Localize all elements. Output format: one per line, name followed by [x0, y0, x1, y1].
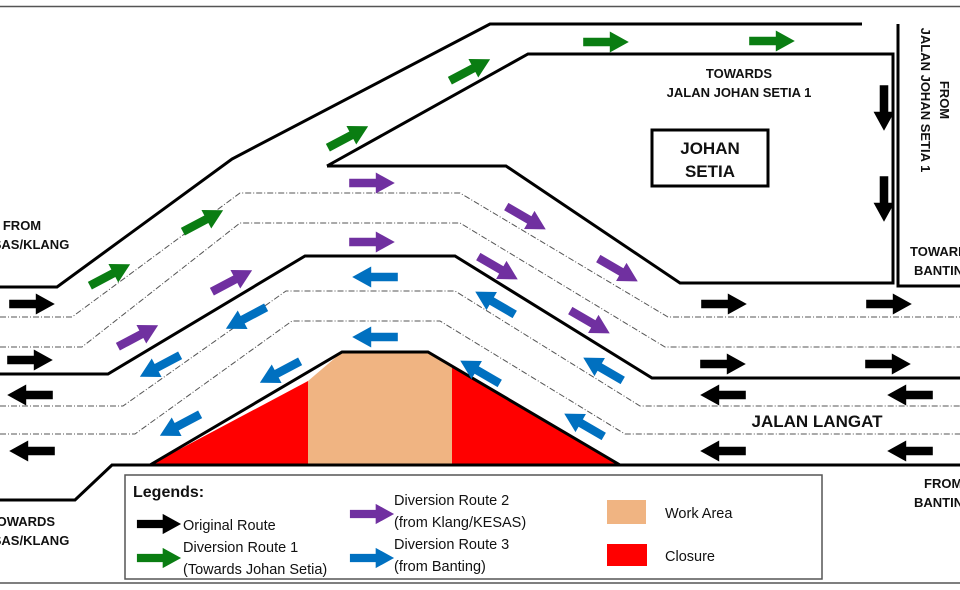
- diversion-route-3-arrow-icon: [352, 266, 398, 288]
- legend: Legends: Original Route Diversion Route …: [124, 474, 823, 580]
- towards-kesas-klang-2: KESAS/KLANG: [0, 533, 69, 548]
- johan-setia-label-1: JOHAN: [680, 139, 740, 158]
- legend-label-diversion-route-1-sub: (Towards Johan Setia): [183, 562, 327, 578]
- road-edge-bottom: [0, 463, 960, 502]
- diversion-route-3-arrow-icon: [564, 413, 606, 441]
- work-area: [308, 352, 452, 465]
- diversion-route-3-arrow-icon: [139, 351, 183, 378]
- legend-arrow-diversion-route-3: [349, 547, 395, 569]
- diversion-route-2-arrow-icon: [568, 306, 610, 334]
- towards-banting-2: BANTING: [914, 263, 960, 278]
- original-route-arrow-icon: [700, 440, 746, 462]
- original-route-arrow-icon: [9, 440, 55, 462]
- from-johan-setia-1: FROM: [937, 81, 952, 119]
- diversion-route-1-arrow-icon: [325, 125, 369, 152]
- diversion-route-1-arrow-icon: [749, 30, 795, 52]
- from-kesas-klang-1: FROM: [3, 218, 41, 233]
- towards-banting-1: TOWARDS: [910, 244, 960, 259]
- johan-setia-box: [650, 128, 770, 188]
- legend-arrow-diversion-route-1: [136, 547, 182, 569]
- from-banting-1: FROM: [924, 476, 960, 491]
- diversion-route-2-arrow-icon: [504, 202, 546, 230]
- diversion-route-3-arrow-icon: [583, 357, 625, 385]
- towards-kesas-klang-1: TOWARDS: [0, 514, 55, 529]
- original-route-arrow-icon: [700, 384, 746, 406]
- road-edges: [0, 22, 960, 502]
- diversion-route-3-arrow-icon: [159, 410, 203, 437]
- from-banting-2: BANTING: [914, 495, 960, 510]
- road-edge-ramp-top: [0, 22, 862, 289]
- diversion-route-2-arrow-icon: [209, 269, 253, 296]
- work-zone: [150, 352, 620, 465]
- legend-label-original-route: Original Route: [183, 518, 276, 534]
- arrow-icon: [349, 547, 395, 569]
- diversion-route-3-arrow-icon: [475, 291, 517, 319]
- original-route-arrow-icon: [7, 349, 53, 371]
- route-arrows: [7, 30, 933, 462]
- original-route-arrow-icon: [873, 176, 895, 222]
- legend-label-diversion-route-2-sub: (from Klang/KESAS): [394, 515, 526, 531]
- road-edge-median: [0, 254, 960, 380]
- johan-setia-label-2: SETIA: [685, 162, 735, 181]
- legend-label-diversion-route-3-sub: (from Banting): [394, 559, 486, 575]
- diversion-route-2-arrow-icon: [476, 252, 518, 280]
- original-route-arrow-icon: [873, 85, 895, 131]
- legend-box: [124, 474, 823, 580]
- diversion-route-3-arrow-icon: [225, 303, 269, 330]
- towards-johan-setia-2: JALAN JOHAN SETIA 1: [667, 85, 812, 100]
- lane-line: [0, 222, 960, 348]
- lane-line: [0, 192, 960, 318]
- original-route-arrow-icon: [7, 384, 53, 406]
- legend-arrow-diversion-route-2: [349, 503, 395, 525]
- arrow-icon: [136, 513, 182, 535]
- original-route-arrow-icon: [701, 293, 747, 315]
- legend-label-diversion-route-1: Diversion Route 1: [183, 540, 298, 556]
- diversion-route-3-arrow-icon: [352, 326, 398, 348]
- diversion-route-3-arrow-icon: [460, 360, 502, 388]
- from-johan-setia-2: JALAN JOHAN SETIA 1: [918, 28, 933, 173]
- arrow-icon: [136, 547, 182, 569]
- from-kesas-klang-2: KESAS/KLANG: [0, 237, 69, 252]
- lane-line: [0, 320, 960, 435]
- diversion-route-1-arrow-icon: [447, 58, 491, 85]
- work-zone-edge: [149, 350, 621, 467]
- original-route-arrow-icon: [700, 353, 746, 375]
- diversion-route-2-arrow-icon: [349, 172, 395, 194]
- legend-title: Legends:: [133, 484, 204, 501]
- original-route-arrow-icon: [887, 384, 933, 406]
- legend-swatch-work-area: [607, 500, 646, 524]
- lane-line: [0, 290, 960, 407]
- legend-swatch-closure: [607, 544, 647, 566]
- diversion-route-1-arrow-icon: [87, 263, 131, 290]
- arrow-icon: [349, 503, 395, 525]
- legend-label-closure: Closure: [665, 549, 715, 565]
- diversion-route-3-arrow-icon: [259, 357, 303, 384]
- original-route-arrow-icon: [866, 293, 912, 315]
- towards-johan-setia-1: TOWARDS: [706, 66, 773, 81]
- diversion-route-2-arrow-icon: [115, 324, 159, 351]
- original-route-arrow-icon: [865, 353, 911, 375]
- legend-arrow-original-route: [136, 513, 182, 535]
- road-edge-east: [896, 24, 960, 288]
- legend-label-work-area: Work Area: [665, 506, 733, 522]
- lane-markings: [0, 192, 960, 435]
- diversion-route-2-arrow-icon: [349, 231, 395, 253]
- original-route-arrow-icon: [887, 440, 933, 462]
- road-edge-ramp-bottom: [326, 52, 895, 285]
- original-route-arrow-icon: [9, 293, 55, 315]
- diversion-route-2-arrow-icon: [596, 254, 638, 282]
- diversion-route-1-arrow-icon: [180, 209, 224, 236]
- diversion-route-1-arrow-icon: [583, 31, 629, 53]
- legend-label-diversion-route-3: Diversion Route 3: [394, 537, 509, 553]
- closure-left: [150, 381, 308, 465]
- road-name-label: JALAN LANGAT: [752, 412, 884, 431]
- legend-label-diversion-route-2: Diversion Route 2: [394, 493, 509, 509]
